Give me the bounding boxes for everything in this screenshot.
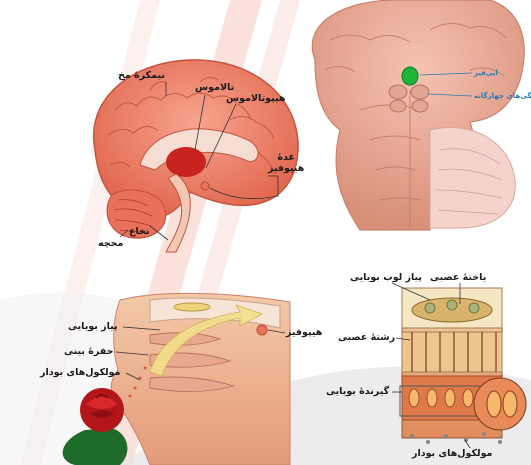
label-nasal-cavity: حفرهٔ بینی (64, 346, 113, 357)
label-cerebellum: مخچه (98, 238, 123, 249)
label-odor-molecules-nose: مولکول‌های بودار (40, 367, 120, 378)
label-olfactory-lobe-bulb: پیاز لوب بویایی (350, 272, 422, 283)
label-thalamus: تالاموس (195, 82, 234, 93)
label-olfactory-bulb: پیاز بویایی (68, 321, 118, 332)
label-pineal: اپی‌فیز (474, 68, 498, 79)
pineal-gland-shape (402, 67, 418, 85)
label-hypothalamus: هیپوتالاموس (226, 93, 285, 104)
label-pituitary-gland: غدهٔ هیپوفیز (268, 152, 304, 174)
label-hemisphere: نیمکرهٔ مخ (118, 70, 165, 81)
label-odor-molecules-detail: مولکول‌های بودار (412, 448, 492, 459)
label-quadrigeminal: برجستگی‌های چهارگانه (474, 91, 531, 102)
brainstem-view (312, 0, 524, 230)
label-neuron: یاختهٔ عصبی (430, 272, 486, 283)
label-nerve-fiber: رشتهٔ عصبی (338, 332, 395, 343)
label-olfactory-receptor: گیرندهٔ بویایی (326, 386, 389, 397)
thalamus-shape (166, 147, 206, 177)
olfactory-detail (392, 283, 526, 448)
label-medulla: نخاع (129, 226, 149, 237)
label-pituitary-nose: هیپوفیز (286, 327, 322, 338)
